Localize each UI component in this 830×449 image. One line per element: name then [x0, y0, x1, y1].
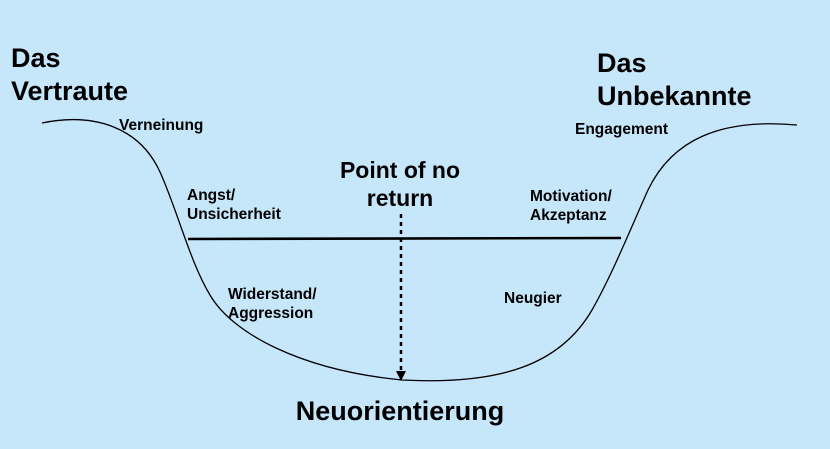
phase-neugier: Neugier — [504, 290, 562, 307]
bottom-label-neuorientierung: Neuorientierung — [295, 396, 505, 426]
phase-widerstand-aggression: Widerstand/ Aggression — [228, 286, 317, 322]
right-title: Das Unbekannte — [597, 48, 752, 111]
phase-verneinung: Verneinung — [119, 117, 204, 134]
threshold-line — [187, 236, 622, 241]
phase-engagement: Engagement — [575, 121, 669, 138]
phase-motivation-akzeptanz: Motivation/ Akzeptanz — [530, 188, 612, 224]
phase-angst-unsicherheit: Angst/ Unsicherheit — [187, 187, 281, 223]
left-title: Das Vertraute — [11, 43, 129, 106]
point-of-no-return-label: Point of no return — [339, 157, 461, 211]
